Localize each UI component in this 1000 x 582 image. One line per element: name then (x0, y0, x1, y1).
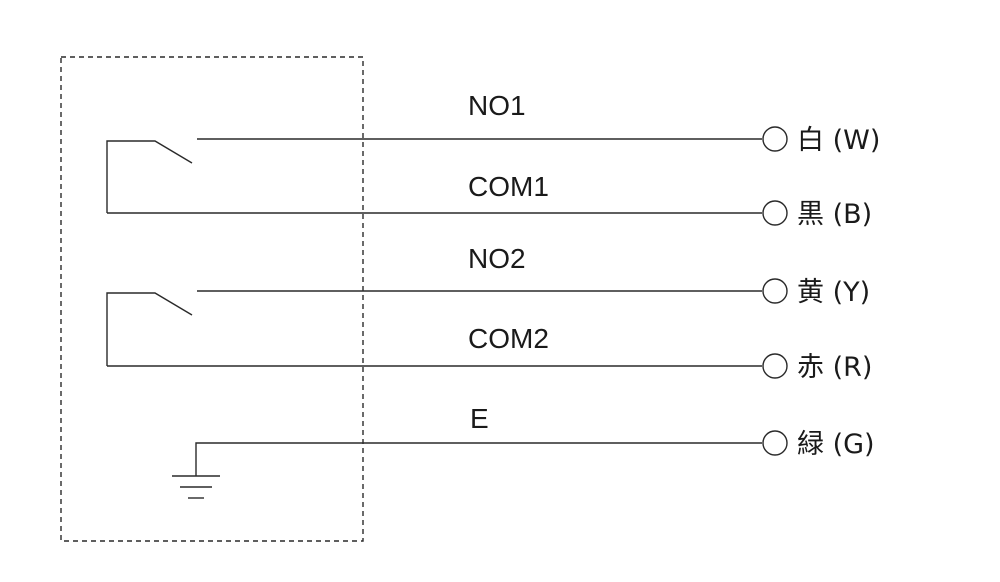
ground-symbol (172, 442, 762, 499)
terminal-label-yellow: 黄 (Y) (797, 277, 870, 308)
contact-1-common-leg (106, 140, 193, 213)
relay-contact-2 (106, 290, 762, 367)
wire-label-e: E (470, 403, 489, 434)
terminal-circle-com2 (762, 353, 788, 379)
wire-label-no1: NO1 (468, 90, 526, 121)
terminal-circle-no1 (762, 126, 788, 152)
wire-label-com1: COM1 (468, 171, 549, 202)
terminal-label-white: 白 (W) (797, 125, 880, 156)
terminal-label-red: 赤 (R) (797, 352, 872, 383)
terminal-label-black: 黒 (B) (797, 199, 872, 230)
relay-contact-1 (106, 138, 762, 214)
wire-label-no2: NO2 (468, 243, 526, 274)
terminal-circle-com1 (762, 200, 788, 226)
terminal-circle-e (762, 430, 788, 456)
terminal-circle-no2 (762, 278, 788, 304)
wire-e (195, 442, 762, 476)
terminal-label-green: 緑 (G) (797, 429, 875, 460)
wire-label-com2: COM2 (468, 323, 549, 354)
contact-2-common-leg (106, 292, 193, 366)
sensor-enclosure (60, 56, 364, 542)
